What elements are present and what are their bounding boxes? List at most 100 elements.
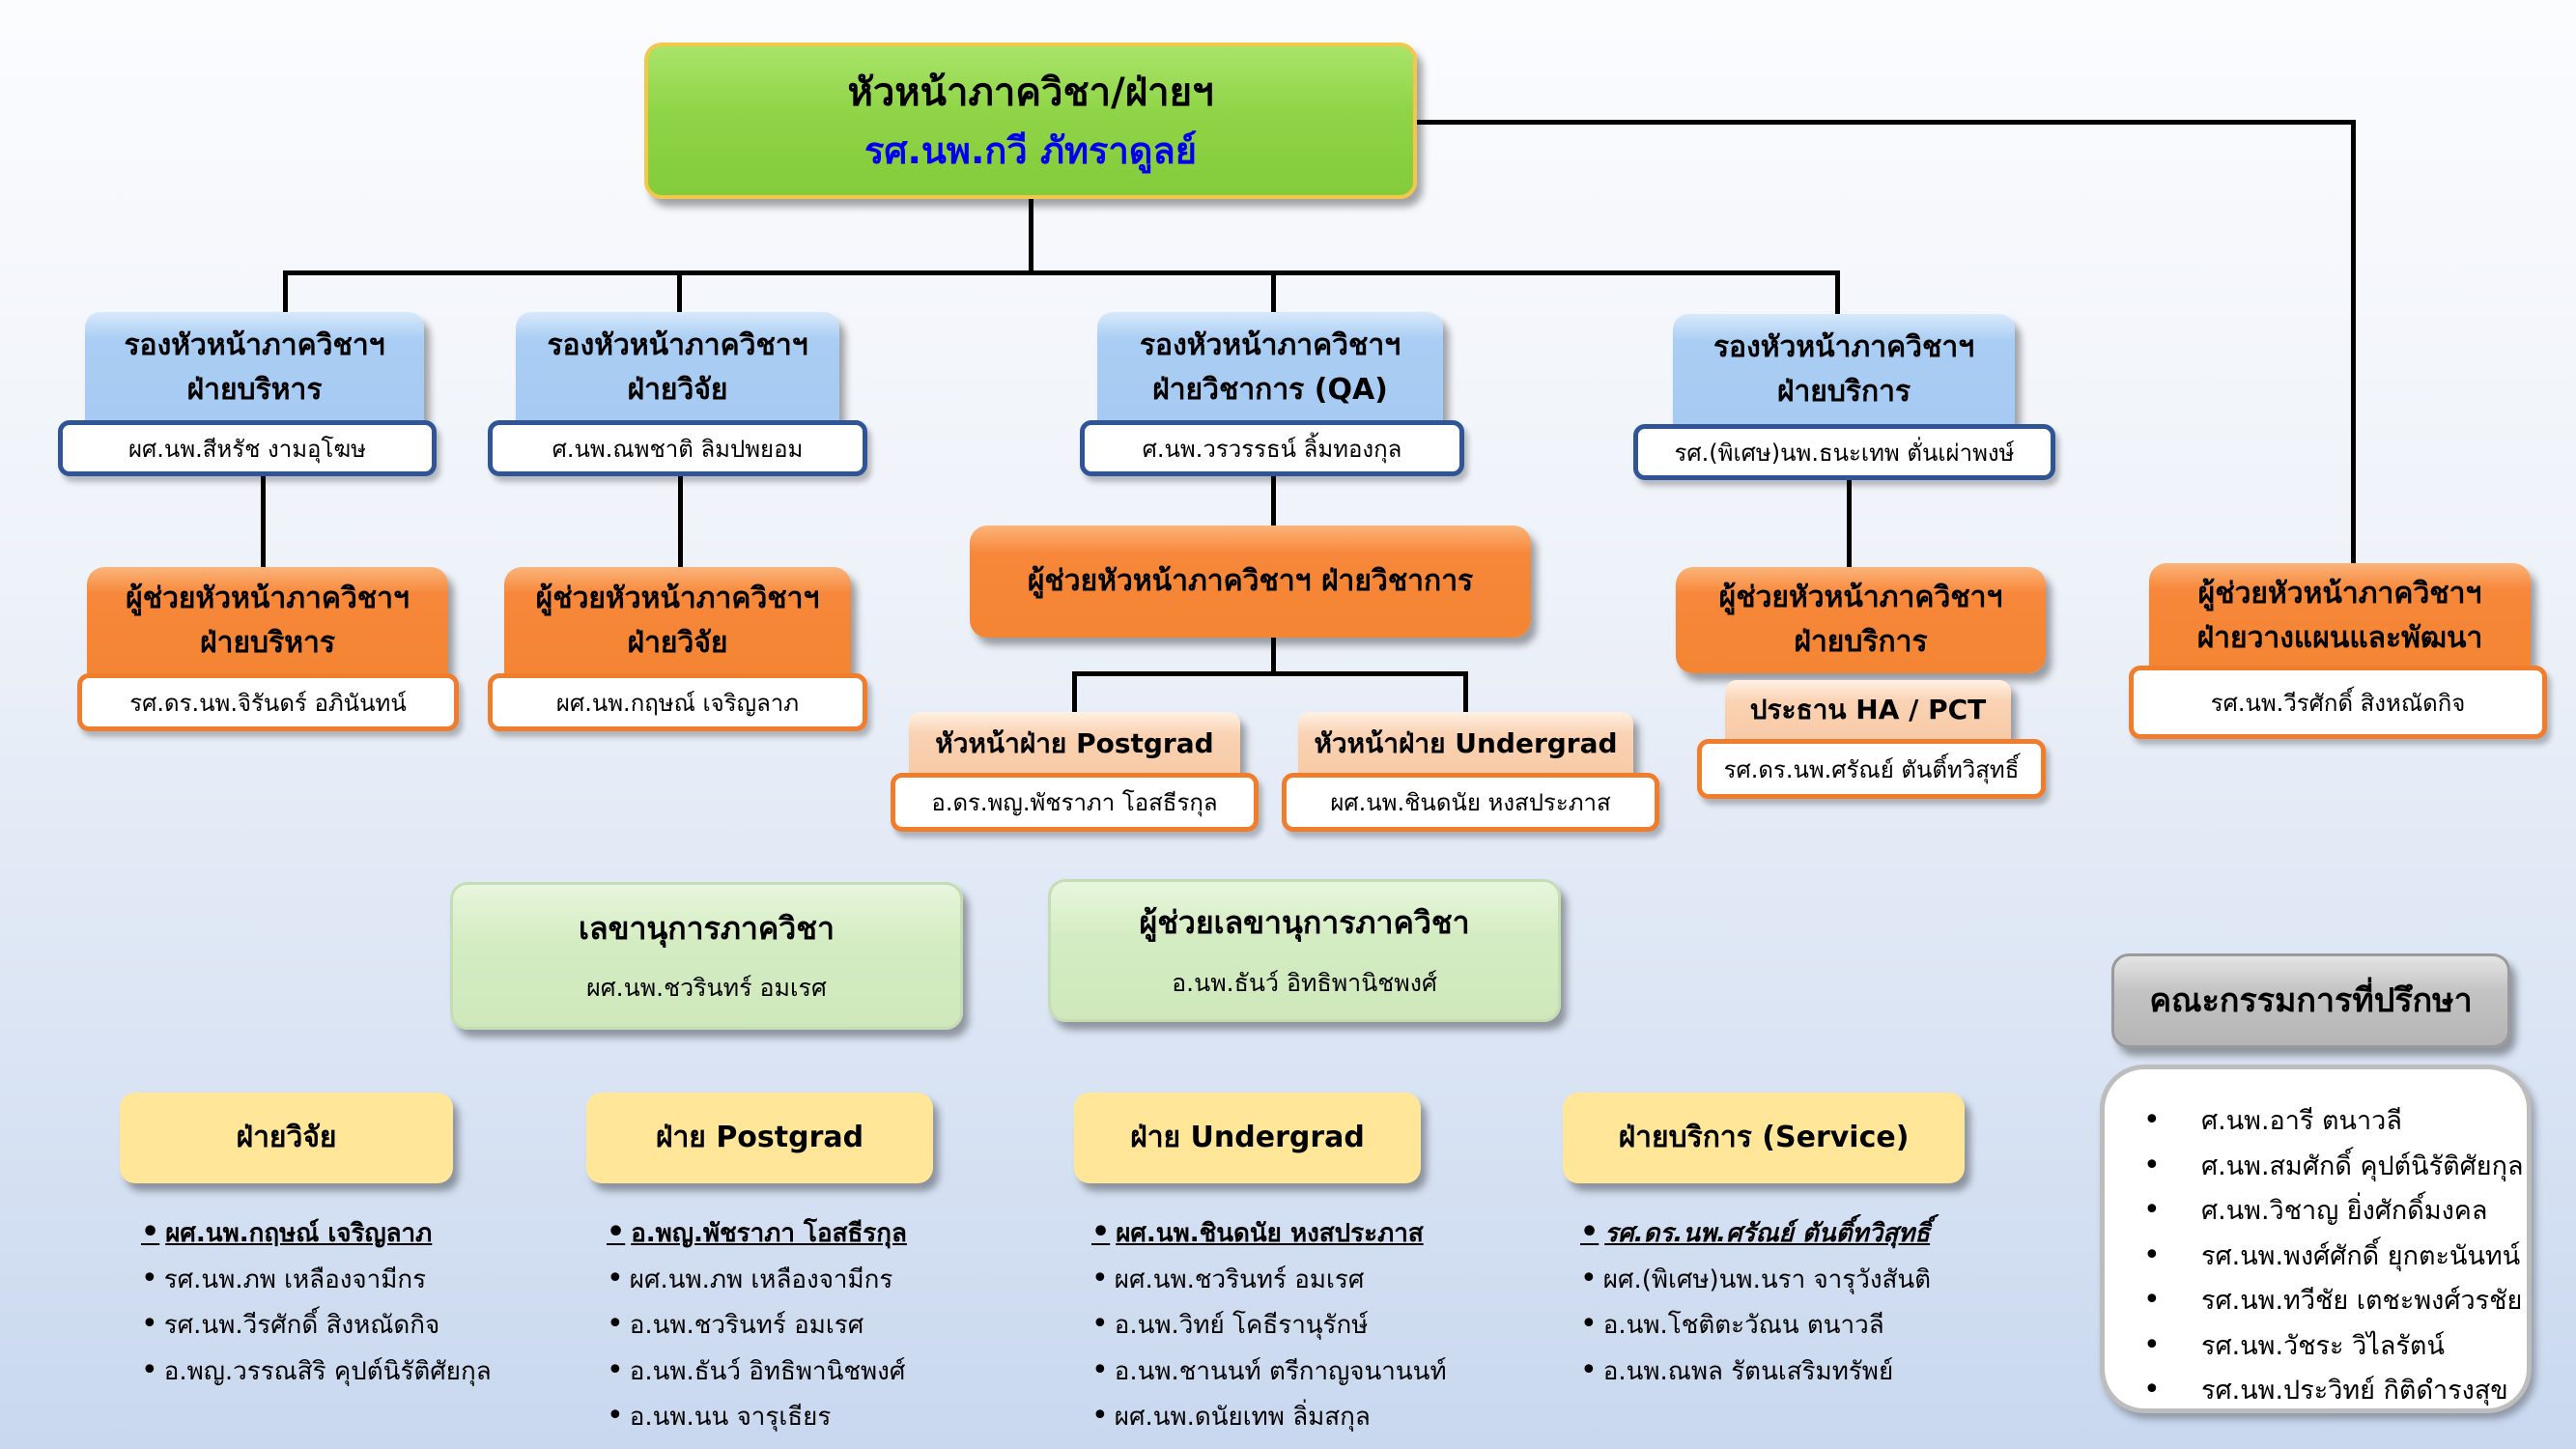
list-item: อ.นพ.ธันว์ อิทธิพานิชพงศ์ [607,1348,907,1394]
deputy-academic-box: รองหัวหน้าภาควิชาฯฝ่ายวิชาการ (QA) [1097,312,1443,424]
list-item: รศ.นพ.วัชระ วิไลรัตน์ [2143,1323,2527,1369]
deputy-research-box: รองหัวหน้าภาควิชาฯฝ่ายวิจัย [516,312,839,424]
connector-line [1072,671,1468,676]
assistant-title: ผู้ช่วยหัวหน้าภาควิชาฯ [535,581,820,615]
connector-line [1072,671,1077,712]
deputy-service-box: รองหัวหน้าภาควิชาฯฝ่ายบริการ [1673,314,2015,426]
assistant-division: ฝ่ายวางแผนและพัฒนา [2196,621,2483,655]
unit-title: ฝ่ายบริการ (Service) [1618,1120,1910,1154]
connector-line [261,476,266,568]
secretary-title: เลขานุการภาควิชา [579,909,835,947]
list-item: ผศ.นพ.ภพ เหลืองจามีกร [607,1256,907,1302]
postgrad-head-name: อ.ดร.พญ.พัชราภา โอสธีรกุล [891,773,1259,832]
unit-title: ฝ่าย Undergrad [1130,1120,1365,1154]
connector-line [1463,671,1468,712]
unit-undergrad-members: ผศ.นพ.ชินดนัย หงสประภาส ผศ.นพ.ชวรินทร์ อ… [1091,1209,1447,1439]
connector-line [1271,270,1276,314]
connector-line [1416,120,2355,125]
list-item: อ.นพ.ชานนท์ ตรีกาญจนานนท์ [1091,1348,1447,1394]
department-head-title: หัวหน้าภาควิชา/ฝ่ายฯ [847,70,1214,115]
unit-service-members: รศ.ดร.นพ.ศรัณย์ ตันติ์ทวิสุทธิ์ ผศ.(พิเศ… [1580,1209,1931,1393]
department-head-box: หัวหน้าภาควิชา/ฝ่ายฯ รศ.นพ.กวี ภัทราดูลย… [644,43,1417,199]
list-item: รศ.นพ.วีรศักดิ์ สิงหณัดกิจ [141,1301,492,1348]
assistant-research-name: ผศ.นพ.กฤษณ์ เจริญลาภ [488,673,867,731]
unit-postgrad-header: ฝ่าย Postgrad [586,1093,933,1183]
postgrad-head-title: หัวหน้าฝ่าย Postgrad [935,726,1214,759]
list-item: อ.นพ.โชติตะวัณน ตนาวลี [1580,1301,1931,1348]
unit-title: ฝ่าย Postgrad [655,1120,864,1154]
deputy-academic-name: ศ.นพ.วรวรรธน์ ลิ้มทองกุล [1080,420,1464,476]
undergrad-head-name: ผศ.นพ.ชินดนัย หงสประภาส [1282,773,1659,832]
ha-pct-chair-name: รศ.ดร.นพ.ศรัณย์ ตันติ์ทวิสุทธิ์ [1697,739,2046,799]
ha-pct-chair-box: ประธาน HA / PCT [1725,680,2011,740]
list-item: รศ.นพ.พงศ์ศักดิ์ ยุกตะนันทน์ [2143,1234,2527,1279]
deputy-title: รองหัวหน้าภาควิชาฯ [1713,329,1975,364]
secretary-box: เลขานุการภาควิชา ผศ.นพ.ชวรินทร์ อมเรศ [450,882,963,1030]
ha-pct-chair-title: ประธาน HA / PCT [1749,694,1987,726]
list-item: รศ.นพ.ภพ เหลืองจามีกร [141,1256,492,1302]
unit-research-members: ผศ.นพ.กฤษณ์ เจริญลาภ รศ.นพ.ภพ เหลืองจามี… [141,1209,492,1393]
assistant-secretary-box: ผู้ช่วยเลขานุการภาควิชา อ.นพ.ธันว์ อิทธิ… [1048,879,1561,1022]
connector-line [1271,476,1276,526]
list-item: รศ.นพ.ทวีชัย เตชะพงศ์วรชัย [2143,1278,2527,1323]
advisory-committee-list-box: ศ.นพ.อารี ตนาวลี ศ.นพ.สมศักดิ์ คุปต์นิรั… [2100,1065,2532,1413]
unit-postgrad-members: อ.พญ.พัชราภา โอสธีรกุล ผศ.นพ.ภพ เหลืองจา… [607,1209,907,1439]
deputy-title: รองหัวหน้าภาควิชาฯ [124,327,385,362]
connector-line [1847,480,1852,567]
list-item: ศ.นพ.อารี ตนาวลี [2143,1098,2527,1144]
unit-service-header: ฝ่ายบริการ (Service) [1563,1093,1965,1183]
list-item: อ.นพ.ชวรินทร์ อมเรศ [607,1301,907,1348]
assistant-service-box: ผู้ช่วยหัวหน้าภาควิชาฯฝ่ายบริการ [1676,567,2046,673]
deputy-research-name: ศ.นพ.ณพชาติ ลิมปพยอม [488,420,867,476]
list-item: อ.นพ.ณพล รัตนเสริมทรัพย์ [1580,1348,1931,1394]
assistant-division: ฝ่ายวิจัย [627,626,728,660]
list-item: ศ.นพ.สมศักดิ์ คุปต์นิรัติศัยกุล [2143,1144,2527,1189]
list-item: รศ.ดร.นพ.ศรัณย์ ตันติ์ทวิสุทธิ์ [1580,1209,1931,1256]
assistant-admin-box: ผู้ช่วยหัวหน้าภาควิชาฯฝ่ายบริหาร [87,567,448,675]
deputy-division: ฝ่ายบริหาร [186,373,323,407]
unit-title: ฝ่ายวิจัย [236,1120,337,1154]
connector-line [678,476,683,568]
assistant-research-box: ผู้ช่วยหัวหน้าภาควิชาฯฝ่ายวิจัย [504,567,851,675]
deputy-division: ฝ่ายบริการ [1776,375,1911,409]
list-item: ผศ.(พิเศษ)นพ.นรา จารุวังสันติ [1580,1256,1931,1302]
assistant-planning-box: ผู้ช่วยหัวหน้าภาควิชาฯฝ่ายวางแผนและพัฒนา [2149,563,2531,669]
assistant-academic-box: ผู้ช่วยหัวหน้าภาควิชาฯ ฝ่ายวิชาการ [970,526,1531,638]
deputy-division: ฝ่ายวิจัย [627,373,728,407]
deputy-admin-box: รองหัวหน้าภาควิชาฯฝ่ายบริหาร [85,312,424,424]
assistant-title: ผู้ช่วยหัวหน้าภาควิชาฯ [2197,576,2482,611]
connector-line [677,270,682,314]
undergrad-head-box: หัวหน้าฝ่าย Undergrad [1298,712,1633,775]
connector-line [2351,120,2356,566]
secretary-name: ผศ.นพ.ชวรินทร์ อมเรศ [586,974,827,1003]
connector-line [283,270,288,314]
list-item: ศ.นพ.วิชาญ ยิ่งศักดิ์มงคล [2143,1188,2527,1234]
list-item: อ.พญ.พัชราภา โอสธีรกุล [607,1209,907,1256]
undergrad-head-title: หัวหน้าฝ่าย Undergrad [1314,726,1618,759]
connector-line [1835,270,1840,314]
deputy-service-name: รศ.(พิเศษ)นพ.ธนะเทพ ตั่นเผ่าพงษ์ [1633,424,2055,480]
advisory-committee-header: คณะกรรมการที่ปรึกษา [2111,953,2510,1048]
advisory-committee-members: ศ.นพ.อารี ตนาวลี ศ.นพ.สมศักดิ์ คุปต์นิรั… [2105,1069,2527,1413]
postgrad-head-box: หัวหน้าฝ่าย Postgrad [909,712,1240,775]
connector-line [1271,638,1276,674]
list-item: อ.พญ.วรรณสิริ คุปต์นิรัติศัยกุล [141,1348,492,1394]
deputy-title: รองหัวหน้าภาควิชาฯ [547,327,808,362]
list-item: ผศ.นพ.กฤษณ์ เจริญลาภ [141,1209,492,1256]
assistant-division: ฝ่ายบริหาร [200,626,335,660]
connector-line [1029,197,1033,274]
list-item: อ.นพ.นน จารุเธียร [607,1393,907,1439]
assistant-title: ผู้ช่วยหัวหน้าภาควิชาฯ [126,581,410,615]
list-item: รศ.นพ.ประวิทย์ กิติดำรงสุข [2143,1368,2527,1413]
assistant-secretary-name: อ.นพ.ธันว์ อิทธิพานิชพงศ์ [1172,968,1437,997]
deputy-division: ฝ่ายวิชาการ (QA) [1152,373,1388,407]
list-item: ผศ.นพ.ดนัยเทพ ลิ่มสกุล [1091,1393,1447,1439]
assistant-secretary-title: ผู้ช่วยเลขานุการภาควิชา [1139,904,1470,942]
list-item: อ.นพ.วิทย์ โคธีรานุรักษ์ [1091,1301,1447,1348]
deputy-title: รองหัวหน้าภาควิชาฯ [1139,327,1401,362]
assistant-planning-name: รศ.นพ.วีรศักดิ์ สิงหณัดกิจ [2129,666,2547,739]
department-head-name: รศ.นพ.กวี ภัทราดูลย์ [863,128,1198,172]
unit-research-header: ฝ่ายวิจัย [120,1093,453,1183]
assistant-division: ฝ่ายบริการ [1794,625,1928,659]
assistant-title: ผู้ช่วยหัวหน้าภาควิชาฯ ฝ่ายวิชาการ [1027,563,1474,598]
